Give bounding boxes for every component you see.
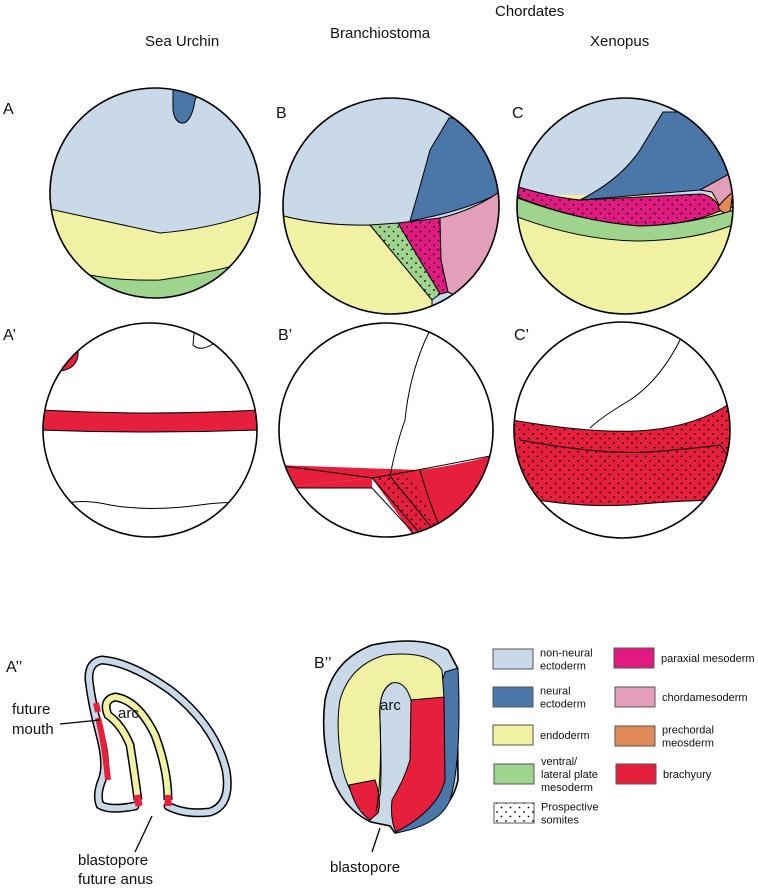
arc-label-sea-urchin: arc bbox=[118, 705, 139, 722]
legend-label: brachyury bbox=[663, 769, 712, 781]
blastopore-label-branchiostoma: blastopore bbox=[330, 859, 400, 876]
legend-label: endoderm bbox=[540, 730, 590, 742]
column-xenopus: Xenopus bbox=[590, 33, 649, 50]
fate-map-xenopus bbox=[517, 98, 733, 314]
chordates-header: Chordates bbox=[495, 3, 564, 20]
legend-swatch bbox=[614, 725, 656, 747]
brachyury-sea-urchin bbox=[43, 323, 257, 509]
brachyury-branchiostoma bbox=[279, 329, 493, 537]
legend-label: ectoderm bbox=[540, 699, 586, 711]
larva-branchiostoma bbox=[322, 640, 460, 853]
legend-label: ectoderm bbox=[540, 661, 586, 673]
legend-swatch bbox=[492, 686, 534, 708]
future-anus-label: future anus bbox=[78, 871, 153, 888]
legend: non-neuralectodermneuralectodermendoderm… bbox=[492, 647, 755, 827]
blastopore-label-sea-urchin: blastopore bbox=[78, 852, 148, 869]
column-sea-urchin: Sea Urchin bbox=[145, 33, 219, 50]
legend-swatch bbox=[615, 763, 657, 785]
larva-sea-urchin bbox=[59, 655, 232, 853]
future-mouth-label-line2: mouth bbox=[12, 721, 54, 738]
panel-label-a-double-prime: A’’ bbox=[6, 659, 22, 676]
legend-label: paraxial mesoderm bbox=[661, 653, 755, 665]
legend-label: meosderm bbox=[662, 738, 714, 750]
brachyury-xenopus bbox=[514, 339, 730, 507]
legend-label: lateral plate bbox=[541, 769, 598, 781]
legend-item: paraxial mesoderm bbox=[613, 647, 755, 669]
fate-map-sea-urchin bbox=[50, 88, 260, 298]
arc-label-branchiostoma: arc bbox=[380, 697, 401, 714]
legend-label: Prospective bbox=[541, 802, 598, 814]
legend-dots-swatch bbox=[494, 803, 534, 823]
legend-label: somites bbox=[541, 815, 579, 827]
legend-item: endoderm bbox=[492, 724, 590, 746]
legend-swatch bbox=[614, 686, 656, 708]
legend-label: neural bbox=[540, 686, 571, 698]
column-branchiostoma: Branchiostoma bbox=[330, 25, 431, 42]
legend-item: chordamesoderm bbox=[614, 686, 748, 708]
legend-swatch bbox=[493, 763, 535, 785]
panel-label-b: B bbox=[276, 105, 287, 122]
legend-label: prechordal bbox=[662, 725, 714, 737]
panel-label-a: A bbox=[3, 101, 14, 118]
panel-label-c: C bbox=[512, 105, 524, 122]
legend-item: brachyury bbox=[615, 763, 712, 785]
panel-label-a-prime: A’ bbox=[3, 327, 16, 344]
legend-label: mesoderm bbox=[541, 782, 593, 794]
legend-swatch bbox=[492, 648, 534, 670]
panel-label-b-double-prime: B’’ bbox=[314, 655, 332, 672]
legend-label: chordamesoderm bbox=[662, 692, 748, 704]
legend-swatch bbox=[613, 647, 655, 669]
legend-swatch bbox=[492, 724, 534, 746]
legend-label: non-neural bbox=[540, 648, 593, 660]
panel-label-c-prime: C’ bbox=[514, 327, 529, 344]
panel-label-b-prime: B’ bbox=[278, 327, 292, 344]
legend-label: ventral/ bbox=[541, 756, 578, 768]
fate-map-branchiostoma bbox=[283, 98, 499, 314]
future-mouth-label-line1: future bbox=[12, 701, 50, 718]
